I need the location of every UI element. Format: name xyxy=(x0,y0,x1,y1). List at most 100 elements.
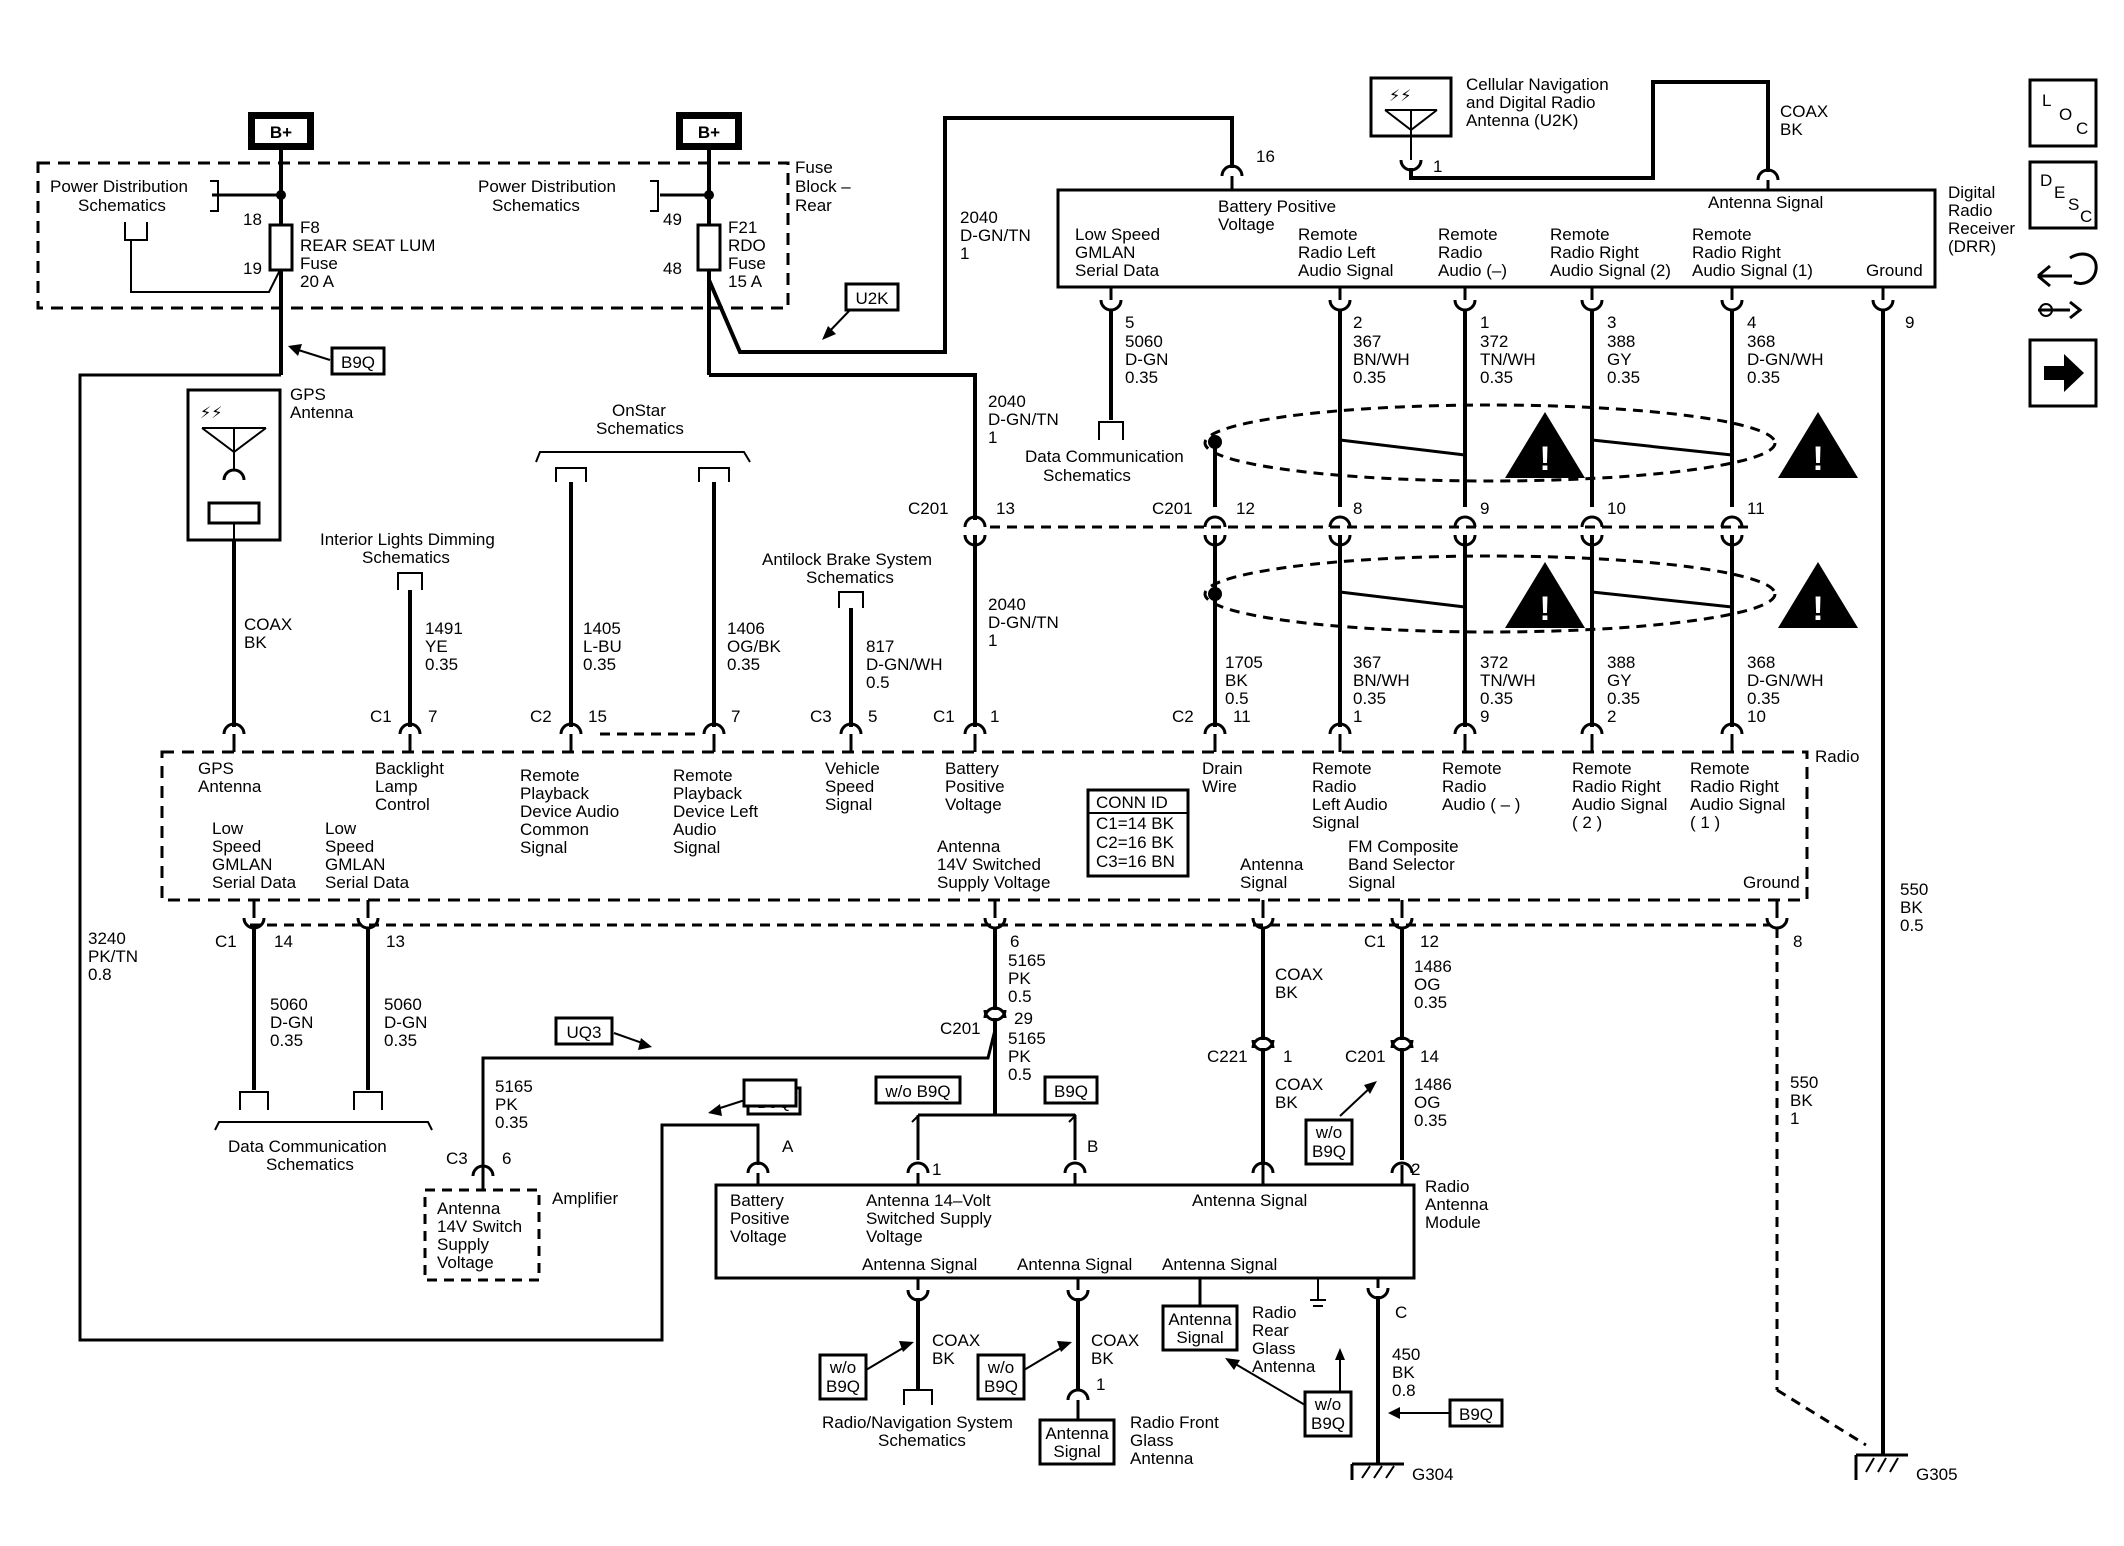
drr-pin-16: 16 xyxy=(1256,147,1275,166)
c201-connector: C201 13 C201 12 8 9 10 11 xyxy=(908,499,1765,547)
gps-antenna-label: GPS Antenna xyxy=(290,385,354,422)
drr-low-speed: Low Speed GMLAN Serial Data xyxy=(1075,225,1165,280)
wire-367-top: 367 BN/WH 0.35 xyxy=(1353,332,1414,387)
radio-conn-c1-a: C1 xyxy=(370,707,392,726)
radio-pin-6: 6 xyxy=(1010,932,1019,951)
c201-14-label: C201 xyxy=(1345,1047,1386,1066)
location-icon[interactable]: L O C xyxy=(2028,78,2098,148)
drr-coax-label: COAX BK xyxy=(1780,102,1833,139)
conn-id-box xyxy=(1086,788,1190,878)
option-b9q-tag-4 xyxy=(742,1078,798,1108)
drr-right-1: Remote Radio Right Audio Signal (1) xyxy=(1692,225,1813,280)
lower-data-comm-label: Data Communication Schematics xyxy=(228,1137,391,1174)
wire-2040-seg3: 2040 D-GN/TN 1 xyxy=(988,595,1064,650)
option-wo-b9q-tag-4 xyxy=(976,1353,1026,1401)
option-b9q-tag-1 xyxy=(330,346,386,376)
interior-lights-ref: Interior Lights Dimming Schematics xyxy=(320,530,500,567)
radio: Radio C1 7 C2 15 7 C3 5 C1 1 C2 11 1 9 2… xyxy=(160,707,1859,951)
antenna-module-pin-a: A xyxy=(782,1137,794,1156)
option-u2k-tag xyxy=(844,282,900,312)
radio-pin-9: 9 xyxy=(1480,707,1489,726)
battery-positive-label-left: B+ xyxy=(270,123,292,142)
wire-368-top: 368 D-GN/WH 0.35 xyxy=(1747,332,1828,387)
ground-g304-icon xyxy=(1350,1462,1404,1480)
radio-pin-14: 14 xyxy=(274,932,293,951)
wire-1491: 1491 YE 0.35 xyxy=(425,619,468,674)
antenna-module-pin-2: 2 xyxy=(1411,1160,1420,1179)
antenna-module-pin-b: B xyxy=(1087,1137,1098,1156)
cellular-antenna-label: Cellular Navigation and Digital Radio An… xyxy=(1466,75,1613,130)
repair-tools-icon[interactable] xyxy=(2037,252,2098,320)
c201-pin-11: 11 xyxy=(1747,499,1765,518)
gps-antenna: ⚡⚡ GPS Antenna COAX BK xyxy=(186,385,354,727)
gps-coax-label: COAX BK xyxy=(244,615,297,652)
radio-upper-refs: Interior Lights Dimming Schematics 1491 … xyxy=(320,401,942,727)
fuse-f21 xyxy=(696,223,722,272)
radio-ground: Ground xyxy=(1743,873,1800,892)
radio-pin-1-b: 1 xyxy=(1353,707,1362,726)
abs-ref: Antilock Brake System Schematics xyxy=(762,550,937,587)
svg-text:!: ! xyxy=(1539,590,1550,628)
drr-pin-5: 5 xyxy=(1125,313,1134,332)
amplifier-name: Amplifier xyxy=(552,1189,618,1208)
drr-pin-9: 9 xyxy=(1905,313,1914,332)
radio-pin-7-a: 7 xyxy=(428,707,437,726)
antenna-module-signal-b1: Antenna Signal xyxy=(862,1255,977,1274)
radio-conn-c2-a: C2 xyxy=(530,707,552,726)
amplifier-label: Antenna 14V Switch Supply Voltage xyxy=(437,1199,527,1272)
c221-label: C221 xyxy=(1207,1047,1248,1066)
radio-pin-7-b: 7 xyxy=(731,707,740,726)
wire-5060-top: 5060 D-GN 0.35 xyxy=(1125,332,1173,387)
c201-pin-8: 8 xyxy=(1353,499,1362,518)
radio-conn-c3: C3 xyxy=(810,707,832,726)
warning-icon-3: ! xyxy=(1505,562,1585,628)
radio-conn-c1-bottom-b: C1 xyxy=(1364,932,1386,951)
radio-conn-c1-bottom: C1 xyxy=(215,932,237,951)
twisted-pair-shield-upper xyxy=(1203,403,1777,483)
description-icon[interactable]: D E S C xyxy=(2028,160,2098,230)
fuse-f21-label: F21 RDO Fuse 15 A xyxy=(728,218,771,291)
radio-conn-c2-b: C2 xyxy=(1172,707,1194,726)
next-arrow-icon[interactable] xyxy=(2028,338,2098,408)
option-wo-b9q-tag-3 xyxy=(818,1353,868,1401)
option-u2k-label: U2K xyxy=(855,289,889,308)
c201-pin-13: 13 xyxy=(996,499,1015,518)
ground-g304-label: G304 xyxy=(1412,1465,1454,1484)
amplifier-conn-c3: C3 xyxy=(446,1149,468,1168)
c201-29-label: C201 xyxy=(940,1019,981,1038)
svg-text:!: ! xyxy=(1539,440,1550,478)
option-wo-b9q-tag-1 xyxy=(874,1075,962,1105)
option-b9q-tag-5 xyxy=(1448,1398,1504,1428)
drr-pin-4: 4 xyxy=(1747,313,1756,332)
wire-388-top: 388 GY 0.35 xyxy=(1607,332,1640,387)
drr-ground: Ground xyxy=(1866,261,1923,280)
battery-positive-label-right: B+ xyxy=(698,123,720,142)
digital-radio-receiver: Digital Radio Receiver (DRR) ⚡⚡ Cellular… xyxy=(1056,75,2015,289)
pds-right-label: Power Distribution Schematics xyxy=(478,177,621,215)
fuse-f8-label: F8 REAR SEAT LUM Fuse 20 A xyxy=(300,218,440,291)
fuse-f21-pin-49: 49 xyxy=(663,210,682,229)
wire-1405: 1405 L-BU 0.35 xyxy=(583,619,626,674)
fuse-block-outline xyxy=(36,161,790,310)
option-b9q-label-5: B9Q xyxy=(1459,1405,1493,1424)
